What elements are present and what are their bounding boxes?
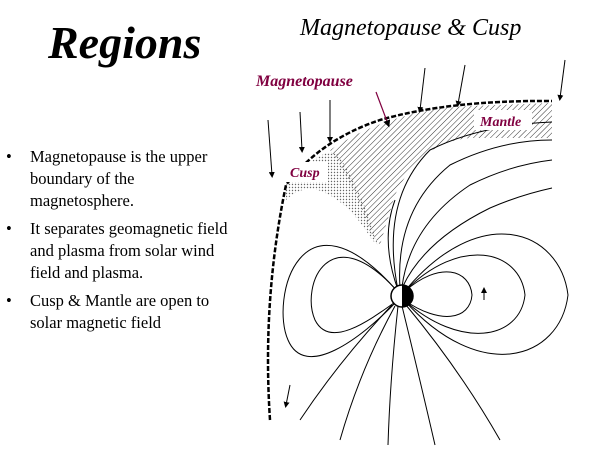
diagram-title: Magnetopause & Cusp xyxy=(300,15,522,41)
bullet-list: • Magnetopause is the upper boundary of t… xyxy=(6,146,238,340)
bullet-item: • Magnetopause is the upper boundary of t… xyxy=(6,146,238,212)
mantle-region xyxy=(330,103,552,245)
bullet-marker: • xyxy=(6,147,12,166)
bullet-marker: • xyxy=(6,219,12,238)
bullet-text: Magnetopause is the upper boundary of th… xyxy=(30,147,208,210)
solar-wind-line xyxy=(557,59,566,101)
bullet-item: • Cusp & Mantle are open to solar magneti… xyxy=(6,290,238,334)
bullet-item: • It separates geomagnetic field and plas… xyxy=(6,218,238,284)
solar-wind-line xyxy=(267,119,275,178)
solar-wind-line xyxy=(417,67,426,113)
lower-field-lines xyxy=(299,199,501,446)
bullet-marker: • xyxy=(6,291,12,310)
solar-wind-line xyxy=(455,64,466,107)
field-arrow xyxy=(283,384,291,408)
bullet-text: It separates geomagnetic field and plasm… xyxy=(30,219,228,282)
magnetopause-boundary xyxy=(266,99,553,421)
bullet-text: Cusp & Mantle are open to solar magnetic… xyxy=(30,291,210,332)
earth-icon xyxy=(390,284,414,308)
magnetopause-label: Magnetopause xyxy=(255,73,353,90)
magnetopause-pointer xyxy=(375,91,391,128)
solar-wind-line xyxy=(298,111,305,153)
mantle-label: Mantle xyxy=(479,115,521,130)
dipole-field-lines xyxy=(282,233,569,358)
cusp-label: Cusp xyxy=(290,166,320,181)
slide-title: Regions xyxy=(48,17,202,68)
